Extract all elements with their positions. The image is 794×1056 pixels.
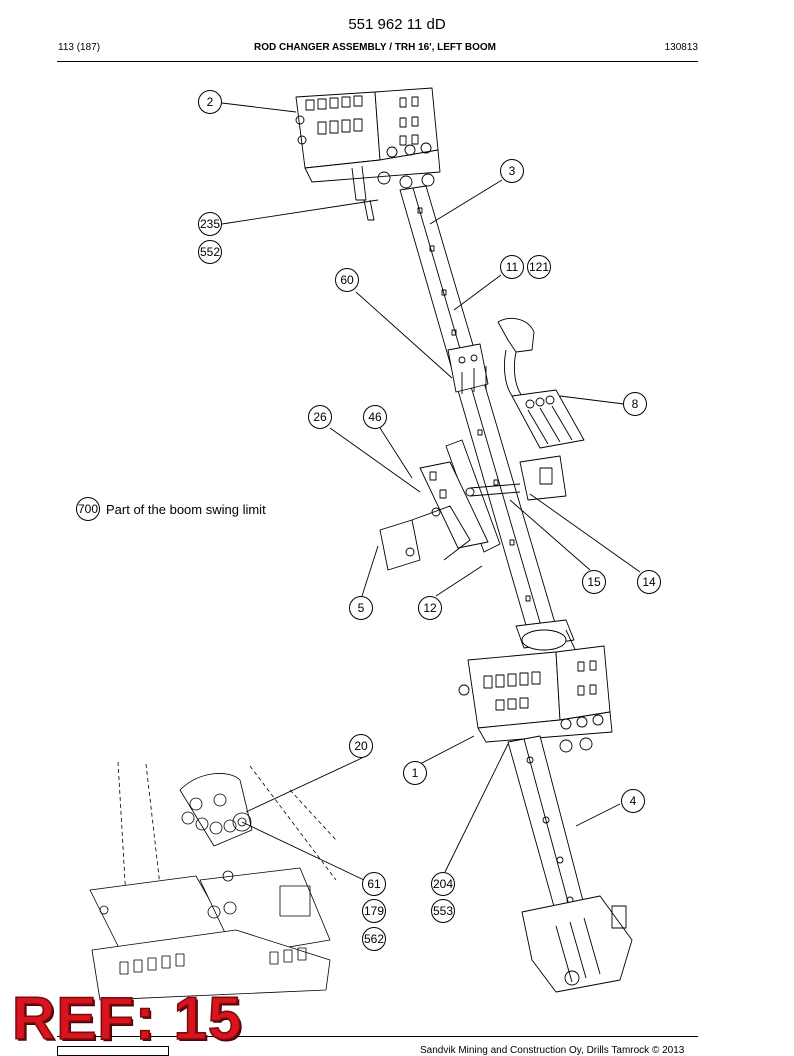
callout-553: 553 bbox=[431, 899, 455, 923]
callout-11: 11 bbox=[500, 255, 524, 279]
callout-552: 552 bbox=[198, 240, 222, 264]
valve-block bbox=[497, 317, 585, 501]
callout-4: 4 bbox=[621, 789, 645, 813]
callout-121: 121 bbox=[527, 255, 551, 279]
callout-562: 562 bbox=[362, 927, 386, 951]
footer-rule bbox=[57, 1036, 698, 1037]
callout-179: 179 bbox=[362, 899, 386, 923]
callout-204: 204 bbox=[431, 872, 455, 896]
page-number: 113 (187) bbox=[58, 42, 101, 53]
bracket-assembly bbox=[379, 439, 521, 571]
callout-700: 700 bbox=[76, 497, 100, 521]
date-code: 130813 bbox=[664, 42, 698, 53]
ref-stamp: REF: 15 bbox=[11, 984, 243, 1053]
leader-lines bbox=[221, 102, 641, 881]
callout-2: 2 bbox=[198, 90, 222, 114]
slide-cradle bbox=[515, 619, 581, 661]
swing-limit-note: Part of the boom swing limit bbox=[106, 502, 266, 517]
document-number: 551 962 11 dD bbox=[348, 16, 446, 33]
callout-26: 26 bbox=[308, 405, 332, 429]
callout-15: 15 bbox=[582, 570, 606, 594]
callout-61: 61 bbox=[362, 872, 386, 896]
page-title: ROD CHANGER ASSEMBLY / TRH 16', LEFT BOO… bbox=[253, 42, 497, 53]
footer-copyright: Sandvik Mining and Construction Oy, Dril… bbox=[420, 1045, 685, 1056]
detail-view bbox=[89, 761, 337, 1001]
gripper-jaw bbox=[521, 895, 633, 993]
lower-rod-holder bbox=[458, 645, 613, 753]
lower-beam bbox=[507, 735, 589, 929]
callout-235: 235 bbox=[198, 212, 222, 236]
header-rule bbox=[57, 61, 698, 62]
callout-3: 3 bbox=[500, 159, 524, 183]
callout-14: 14 bbox=[637, 570, 661, 594]
callout-60: 60 bbox=[335, 268, 359, 292]
callout-20: 20 bbox=[349, 734, 373, 758]
mounting-block bbox=[447, 343, 489, 394]
callout-8: 8 bbox=[623, 392, 647, 416]
callout-46: 46 bbox=[363, 405, 387, 429]
callout-1: 1 bbox=[403, 761, 427, 785]
callout-5: 5 bbox=[349, 596, 373, 620]
upper-rod-holder bbox=[295, 87, 441, 221]
callout-12: 12 bbox=[418, 596, 442, 620]
